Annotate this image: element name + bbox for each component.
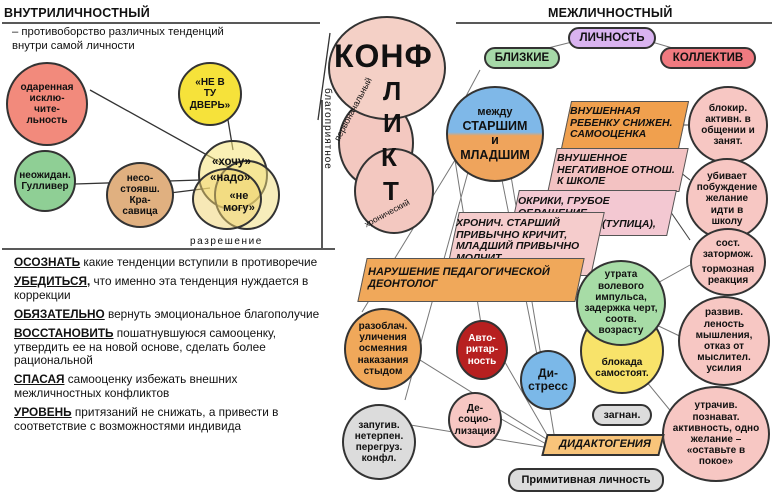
rule-3-text: вернуть эмоциональное благополучие [104, 306, 320, 321]
loses-circle: утрачив. познават. активность, одно жела… [662, 386, 770, 482]
rule-1-key: ОСОЗНАТЬ [14, 255, 81, 269]
intrapersonal-definition: – противоборство различных тенденций вну… [12, 26, 224, 52]
loses-label: утрачив. познават. активность, одно жела… [672, 400, 760, 468]
band-2-text: ВНУШЕННОЕ НЕГАТИВНОЕ ОТНОШ. К ШКОЛЕ [557, 152, 675, 188]
rule-2-key: УБЕДИТЬСЯ, [14, 273, 91, 288]
conflict-letter-i: И [383, 108, 402, 138]
scare-label: запугив. нетерпен. перегруз. конфл. [354, 419, 404, 465]
rule-4: ВОССТАНОВИТЬ пошатнувшуюся самооценку, у… [14, 325, 326, 369]
desoc-label: Де-социо-лизация [454, 403, 496, 437]
inhibit-label: тормозная реакция [701, 264, 755, 287]
venn-circle-c [192, 168, 262, 230]
need-label: «надо» [210, 172, 251, 184]
block-label: блокир. активн. в общении и занят. [701, 102, 755, 148]
develop-label: развив. леность мышления, отказ от мысли… [695, 307, 753, 375]
rule-2-text: что именно эта тенденция нуждается в кор… [14, 273, 309, 302]
conflict-letter-l: Л [383, 76, 402, 106]
between-circle: между СТАРШИМ и МЛАДШИМ [446, 86, 544, 182]
band-4-text: ХРОНИЧ. СТАРШИЙ ПРИВЫЧНО КРИЧИТ, МЛАДШИЙ… [456, 217, 580, 263]
rule-6-key: УРОВЕНЬ [14, 405, 72, 420]
rule-5: СПАСАЯ самооценку избежать внешних межли… [14, 372, 326, 401]
close-pill: БЛИЗКИЕ [484, 47, 560, 69]
band-1-text: ВНУШЕННАЯ РЕБЕНКУ СНИЖЕН. САМООЦЕНКА [570, 105, 673, 141]
blockade-label: блокада самостоят. [595, 356, 649, 379]
torpor-label: сост. затормож. [702, 237, 754, 260]
personality-pill: ЛИЧНОСТЬ [568, 27, 656, 49]
primitive-pill: Примитивная личность [508, 468, 664, 492]
expose-circle: разоблач. уличения осмеяния наказания ст… [344, 308, 422, 390]
want-label: «хочу» [212, 156, 251, 168]
not-door-circle: «НЕ В ТУ ДВЕРЬ» [178, 62, 242, 126]
between-text: между СТАРШИМ и МЛАДШИМ [460, 106, 530, 162]
band-5-text: НАРУШЕНИЕ ПЕДАГОГИЧЕСКОЙ ДЕОНТОЛОГ [368, 266, 550, 291]
author-circle: Авто-ритар-ность [456, 320, 508, 380]
resolution-label: разрешение [190, 236, 263, 247]
distress-label: Ди-стресс [528, 365, 568, 393]
interpersonal-title: МЕЖЛИЧНОСТНЫЙ [548, 6, 673, 20]
and-label: и [491, 133, 499, 148]
rule-4-key: ВОССТАНОВИТЬ [14, 325, 114, 340]
conflict-letter-t: Т [383, 176, 399, 206]
rule-2: УБЕДИТЬСЯ, что именно эта тенденция нужд… [14, 273, 326, 303]
cannot-label: «не могу» [223, 190, 255, 215]
gifted-circle: одаренная исклю-чите-льность [6, 62, 88, 146]
not-door-label: «НЕ В ТУ ДВЕРЬ» [189, 77, 231, 111]
rule-1-text: какие тенденции вступили в противоречие [80, 255, 318, 269]
collective-pill: КОЛЛЕКТИВ [660, 47, 756, 69]
rule-4-text: пошатнувшуюся самооценку, утвердить ее н… [14, 325, 277, 368]
rule-1: ОСОЗНАТЬ какие тенденции вступили в прот… [14, 255, 326, 270]
gulliver-label: неожидан. Гулливер [19, 169, 71, 192]
author-label: Авто-ритар-ность [465, 333, 499, 367]
rule-5-text: самооценку избежать внешних межличностны… [14, 372, 238, 401]
gulliver-circle: неожидан. Гулливер [14, 150, 76, 212]
elder-label: СТАРШИМ [462, 118, 528, 133]
kills-label: убивает побуждение желание идти в школу [696, 171, 758, 227]
rule-6: УРОВЕНЬ притязаний не снижать, а привест… [14, 405, 326, 434]
chronic-circle [354, 148, 434, 234]
beauty-label: несо-стоявш. Кра-савица [120, 172, 160, 218]
desoc-circle: Де-социо-лизация [448, 392, 502, 448]
conflict-circle [328, 16, 446, 120]
loss-circle: утрата волевого импульса, задержка черт,… [576, 260, 666, 346]
loss-label: утрата волевого импульса, задержка черт,… [584, 269, 658, 337]
younger-label: МЛАДШИМ [460, 147, 530, 162]
intrapersonal-title: ВНУТРИЛИЧНОСТНЫЙ [4, 6, 150, 20]
didacto-label: ДИДАКТОГЕНИЯ [559, 438, 651, 450]
rule-6-text: притязаний не снижать, а привести в соот… [14, 405, 279, 434]
scared-pill: загнан. [592, 404, 652, 426]
torpor-text: сост. затормож. тормозная реакция [698, 238, 758, 287]
rule-3-key: ОБЯЗАТЕЛЬНО [14, 306, 105, 321]
expose-label: разоблач. уличения осмеяния наказания ст… [357, 321, 409, 377]
rules-list: ОСОЗНАТЬ какие тенденции вступили в прот… [14, 255, 326, 434]
scare-circle: запугив. нетерпен. перегруз. конфл. [342, 404, 416, 480]
beauty-circle: несо-стоявш. Кра-савица [106, 162, 174, 228]
rule-3: ОБЯЗАТЕЛЬНО вернуть эмоциональное благоп… [14, 306, 326, 322]
distress-circle: Ди-стресс [520, 350, 576, 410]
rule-5-key: СПАСАЯ [14, 372, 65, 387]
kills-circle: убивает побуждение желание идти в школу [686, 158, 768, 240]
conflict-big-label: КОНФ [334, 38, 433, 74]
between-label: между [477, 106, 513, 119]
torpor-circle: сост. затормож. тормозная реакция [690, 228, 766, 296]
gifted-label: одаренная исклю-чите-льность [20, 81, 74, 127]
favorable-label: благоприятное [322, 88, 333, 170]
block-circle: блокир. активн. в общении и занят. [688, 86, 768, 164]
conflict-letter-k: К [381, 142, 397, 172]
develop-circle: развив. леность мышления, отказ от мысли… [678, 296, 770, 386]
